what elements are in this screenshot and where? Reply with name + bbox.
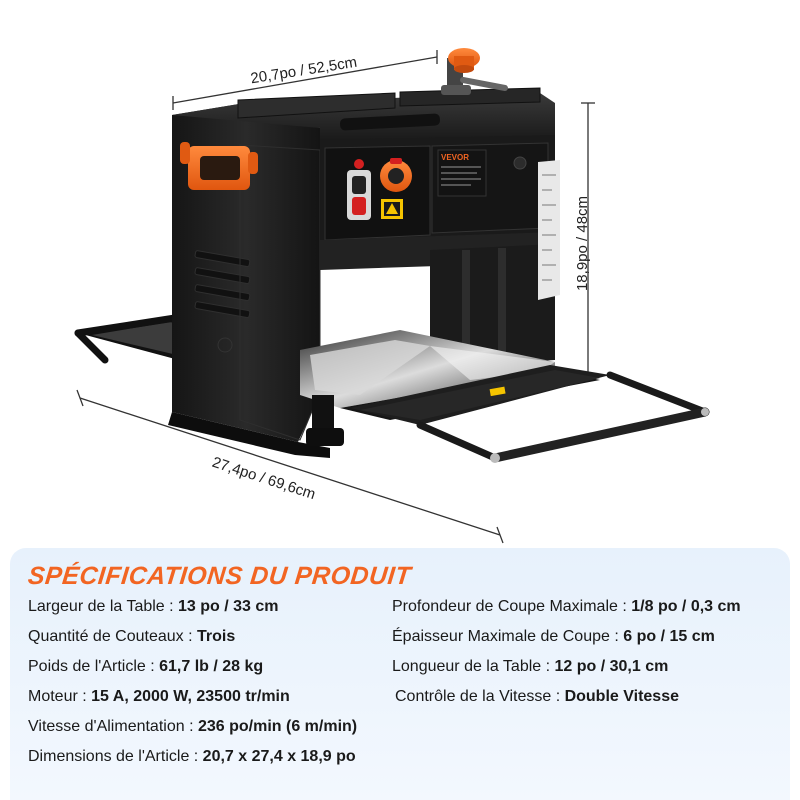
specifications-panel bbox=[10, 548, 790, 800]
brand-plate-icon: VEVOR bbox=[437, 149, 527, 197]
spec-label: Moteur : bbox=[28, 688, 92, 705]
spec-label: Vitesse d'Alimentation : bbox=[28, 718, 198, 735]
spec-label: Quantité de Couteaux : bbox=[28, 628, 197, 645]
spec-label: Largeur de la Table : bbox=[28, 598, 179, 615]
spec-value: 15 A, 2000 W, 23500 tr/min bbox=[91, 688, 290, 705]
carry-handle-icon bbox=[180, 142, 258, 190]
spec-max-cut-thickness: Épaisseur Maximale de Coupe : 6 po / 15 … bbox=[392, 628, 715, 646]
thickness-planer-illustration: VEVOR bbox=[74, 48, 710, 544]
spec-speed-control: Contrôle de la Vitesse : Double Vitesse bbox=[395, 688, 679, 706]
power-switch-icon bbox=[347, 159, 371, 220]
height-crank-icon bbox=[441, 48, 508, 95]
spec-table-width: Largeur de la Table : 13 po / 33 cm bbox=[28, 598, 279, 616]
spec-value: 236 po/min (6 m/min) bbox=[197, 718, 358, 735]
spec-item-dimensions: Dimensions de l'Article : 20,7 x 27,4 x … bbox=[28, 748, 356, 766]
spec-label: Épaisseur Maximale de Coupe : bbox=[392, 628, 624, 645]
brand-logo: VEVOR bbox=[441, 153, 469, 162]
spec-label: Contrôle de la Vitesse : bbox=[395, 688, 565, 705]
specifications-title: SPÉCIFICATIONS DU PRODUIT bbox=[26, 562, 413, 590]
table-lock-knob-icon bbox=[306, 395, 344, 446]
spec-feed-rate: Vitesse d'Alimentation : 236 po/min (6 m… bbox=[28, 718, 357, 736]
spec-value: 13 po / 33 cm bbox=[178, 598, 279, 615]
spec-value: 61,7 lb / 28 kg bbox=[159, 658, 264, 675]
spec-max-cut-depth: Profondeur de Coupe Maximale : 1/8 po / … bbox=[392, 598, 741, 616]
spec-value: 1/8 po / 0,3 cm bbox=[631, 598, 741, 615]
spec-motor: Moteur : 15 A, 2000 W, 23500 tr/min bbox=[28, 688, 290, 706]
spec-value: 20,7 x 27,4 x 18,9 po bbox=[202, 748, 356, 765]
spec-label: Poids de l'Article : bbox=[28, 658, 160, 675]
spec-knife-quantity: Quantité de Couteaux : Trois bbox=[28, 628, 235, 646]
spec-label: Longueur de la Table : bbox=[392, 658, 555, 675]
spec-label: Profondeur de Coupe Maximale : bbox=[392, 598, 632, 615]
spec-table-length: Longueur de la Table : 12 po / 30,1 cm bbox=[392, 658, 668, 676]
speed-knob-icon bbox=[380, 158, 412, 192]
spec-label: Dimensions de l'Article : bbox=[28, 748, 203, 765]
spec-value: Double Vitesse bbox=[564, 688, 679, 705]
spec-item-weight: Poids de l'Article : 61,7 lb / 28 kg bbox=[28, 658, 263, 676]
right-table-extension bbox=[350, 365, 710, 463]
spec-value: 12 po / 30,1 cm bbox=[554, 658, 669, 675]
spec-value: Trois bbox=[197, 628, 236, 645]
warning-label-icon bbox=[381, 199, 403, 219]
height-dimension-label: 18,9po / 48cm bbox=[574, 195, 592, 292]
spec-value: 6 po / 15 cm bbox=[623, 628, 715, 645]
